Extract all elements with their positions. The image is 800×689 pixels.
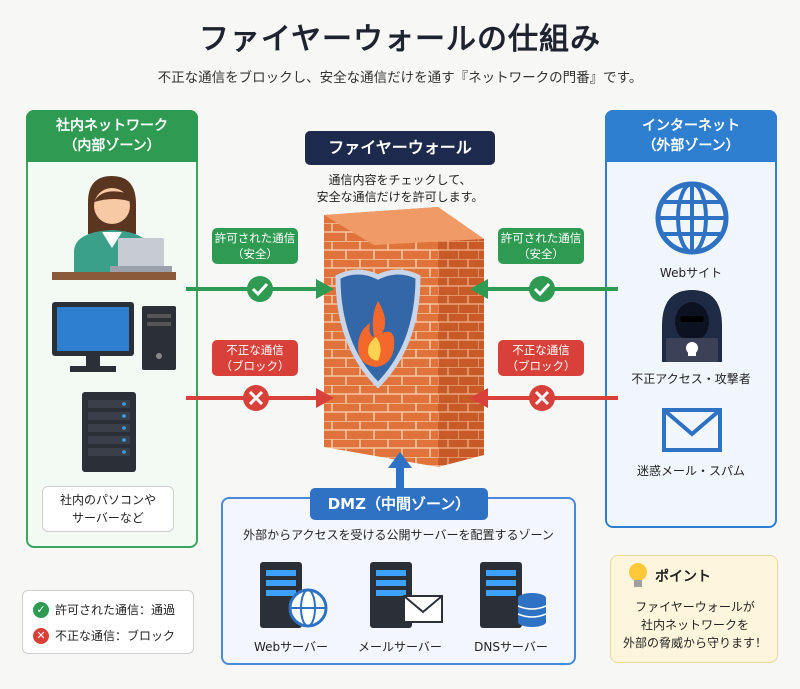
firewall-desc-line2: 安全な通信だけを許可します。: [316, 190, 484, 204]
blocked-badge-right: 不正な通信 （ブロック）: [498, 340, 584, 376]
dmz-label: DMZ（中間ゾーン）: [310, 488, 488, 520]
legend-allowed-text: 許可された通信：通過: [55, 603, 176, 617]
dmz-up-arrow: [388, 452, 412, 492]
internal-note-line1: 社内のパソコンや: [59, 493, 156, 507]
allowed-line1: 許可された通信: [214, 231, 296, 245]
firewall-brick-wall-icon: [324, 207, 484, 467]
internal-network-header: 社内ネットワーク （内部ゾーン）: [26, 110, 198, 162]
point-title: ポイント: [655, 569, 711, 585]
blocked-line1-right: 不正な通信: [512, 343, 570, 357]
blocked-line1: 不正な通信: [226, 343, 284, 357]
dmz-description: 外部からアクセスを受ける公開サーバーを配置するゾーン: [243, 528, 554, 542]
legend-blocked: ✕ 不正な通信：ブロック: [33, 627, 175, 644]
blocked-arrow-right: [470, 385, 618, 411]
envelope-icon: [662, 408, 722, 452]
check-icon: ✓: [33, 601, 49, 618]
globe-icon: [655, 181, 729, 255]
internet-title-line1: インターネット: [642, 118, 740, 134]
attacker-label: 不正アクセス・攻撃者: [631, 372, 751, 386]
point-line2: 社内ネットワークを: [640, 618, 749, 632]
spam-label: 迷惑メール・スパム: [636, 464, 745, 478]
mail-server-label: メールサーバー: [358, 640, 442, 654]
internal-title-line1: 社内ネットワーク: [56, 118, 168, 134]
internal-title-line2: （内部ゾーン）: [63, 138, 161, 154]
mail-server-icon: [370, 562, 443, 628]
allowed-arrow-right: [470, 276, 618, 302]
internet-title-line2: （外部ゾーン）: [642, 138, 740, 154]
blocked-line2: （ブロック）: [220, 359, 290, 373]
internet-header: インターネット （外部ゾーン）: [605, 110, 777, 162]
point-text: ファイヤーウォールが 社内ネットワークを 外部の脅威から守ります！: [611, 598, 779, 652]
firewall-description: 通信内容をチェックして、 安全な通信だけを許可します。: [270, 172, 530, 206]
server-rack-icon: [82, 392, 136, 472]
desktop-computer-icon: [52, 302, 176, 372]
legend-allowed: ✓ 許可された通信：通過: [33, 601, 175, 618]
web-server-icon: [260, 562, 328, 628]
legend: ✓ 許可された通信：通過 ✕ 不正な通信：ブロック: [22, 590, 194, 654]
internal-note: 社内のパソコンや サーバーなど: [42, 486, 174, 532]
point-line3: 外部の脅威から守ります！: [622, 636, 767, 650]
cross-icon: ✕: [33, 627, 49, 644]
allowed-line2-right: （安全）: [518, 247, 564, 261]
page-subtitle: 不正な通信をブロックし、安全な通信だけを通す『ネットワークの門番』です。: [157, 70, 643, 86]
blocked-line2-right: （ブロック）: [506, 359, 576, 373]
page-title: ファイヤーウォールの仕組み: [198, 22, 602, 57]
point-box: ポイント ファイヤーウォールが 社内ネットワークを 外部の脅威から守ります！: [610, 555, 778, 663]
dns-server-label: DNSサーバー: [474, 640, 548, 654]
website-label: Webサイト: [659, 266, 723, 280]
firewall-desc-line1: 通信内容をチェックして、: [328, 173, 472, 187]
lightbulb-icon: [629, 563, 647, 587]
allowed-badge-right: 許可された通信 （安全）: [498, 228, 584, 264]
allowed-line2: （安全）: [232, 247, 278, 261]
allowed-arrow-left: [186, 276, 334, 302]
internal-note-line2: サーバーなど: [72, 511, 144, 525]
blocked-badge-left: 不正な通信 （ブロック）: [212, 340, 298, 376]
blocked-arrow-left: [186, 385, 334, 411]
legend-blocked-text: 不正な通信：ブロック: [55, 629, 176, 643]
allowed-line1-right: 許可された通信: [500, 231, 582, 245]
office-worker-icon: [52, 176, 176, 280]
firewall-label: ファイヤーウォール: [305, 131, 495, 165]
web-server-label: Webサーバー: [253, 640, 329, 654]
point-line1: ファイヤーウォールが: [635, 600, 755, 614]
hacker-icon: [662, 290, 722, 362]
allowed-badge-left: 許可された通信 （安全）: [212, 228, 298, 264]
dns-server-icon: [480, 562, 547, 628]
